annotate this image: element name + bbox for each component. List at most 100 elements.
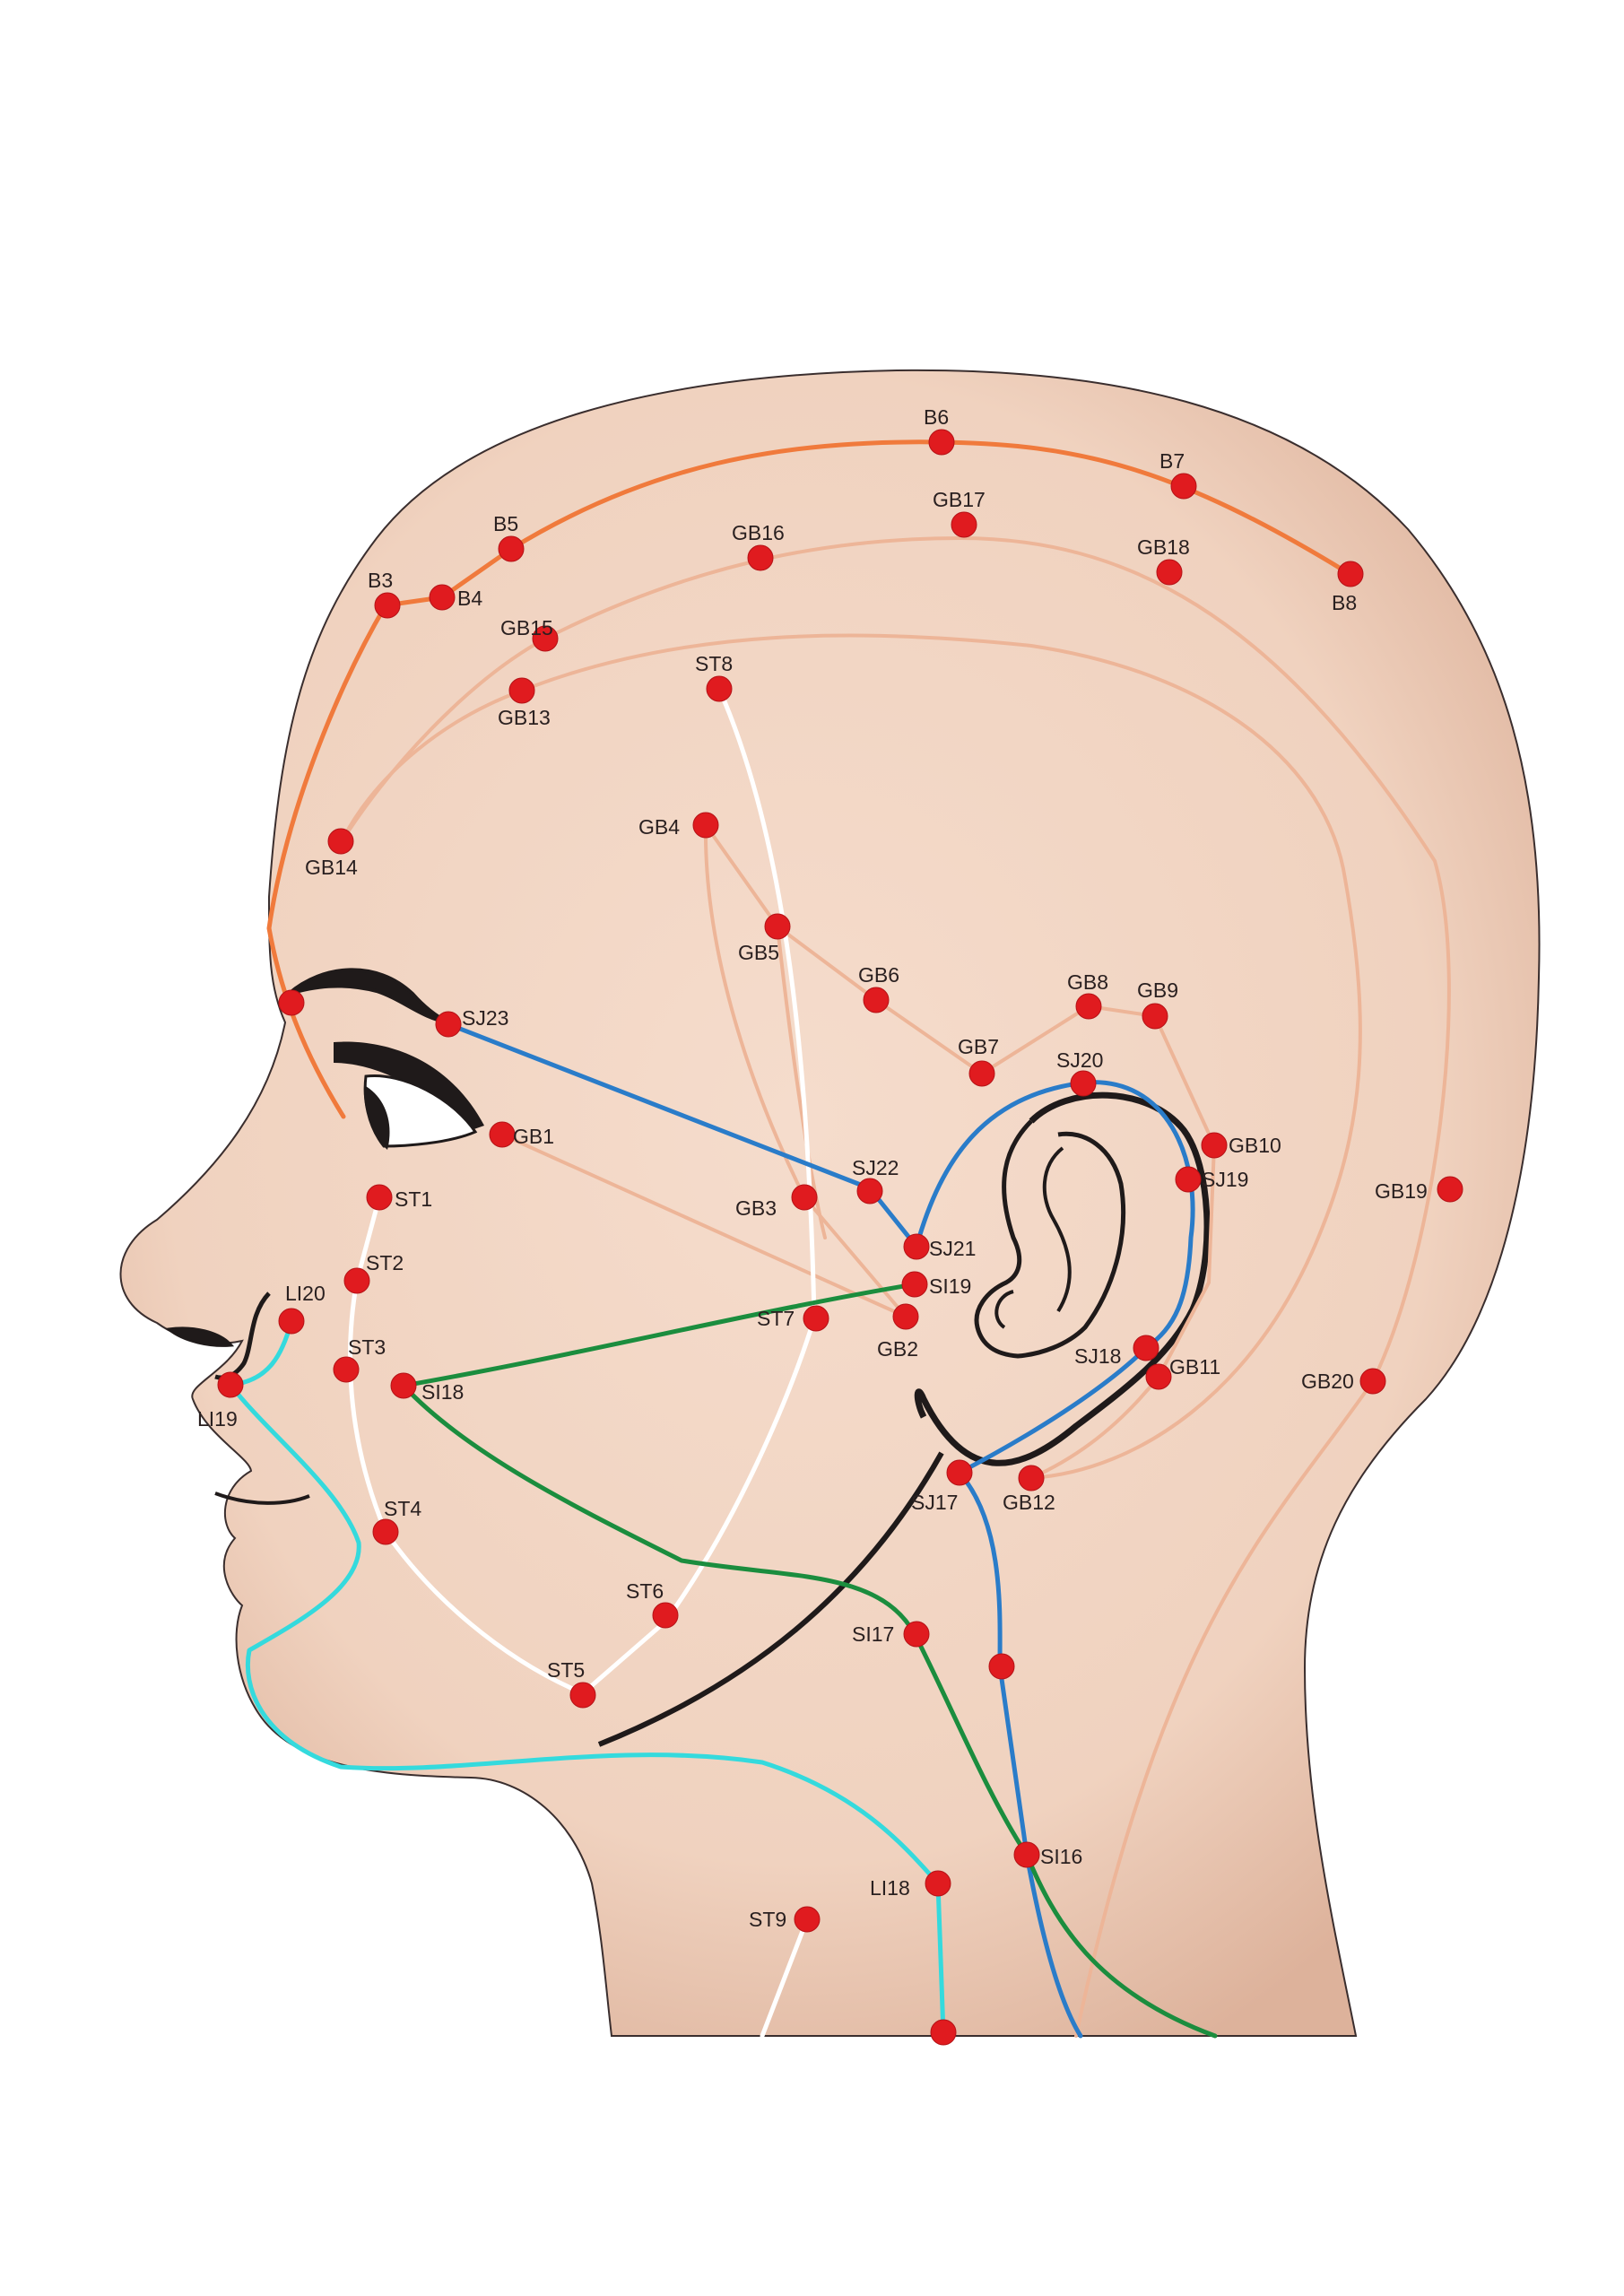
point-gb1 [489,1121,516,1148]
label-gb5: GB5 [738,941,779,964]
point-gb9 [1142,1003,1168,1030]
point-b6 [928,429,955,456]
large-intestine-line [228,1318,946,2037]
label-si19: SI19 [929,1274,971,1298]
label-gb2: GB2 [877,1337,918,1361]
mouth [214,1492,310,1505]
label-li18: LI18 [870,1876,910,1900]
jaw-line [597,1451,944,1747]
bladder-meridian-line [266,439,1352,1119]
point-gb14 [327,828,354,855]
point-gb8 [1075,993,1102,1020]
label-sj17: SJ17 [911,1491,958,1514]
point-b8 [1337,561,1364,587]
label-gb9: GB9 [1137,978,1178,1002]
point-gb12 [1018,1465,1045,1492]
point-si19 [901,1271,928,1298]
point-st3 [333,1356,360,1383]
gallbladder-face-line [500,1133,908,1318]
point-gb2 [892,1303,919,1330]
point-st9 [794,1906,821,1933]
label-gb14: GB14 [305,856,358,879]
label-b3: B3 [368,569,393,592]
point-gb3 [791,1184,818,1211]
label-sj19: SJ19 [1202,1168,1248,1191]
label-sj18: SJ18 [1074,1344,1121,1368]
label-st9: ST9 [749,1908,786,1931]
label-si18: SI18 [421,1380,464,1404]
point-li18 [925,1870,951,1897]
label-gb3: GB3 [735,1196,777,1220]
label-gb10: GB10 [1229,1134,1281,1157]
label-st8: ST8 [695,652,733,675]
point-gb16 [747,544,774,571]
point-gb5 [764,913,791,940]
point-b4 [429,584,456,611]
label-gb12: GB12 [1003,1491,1055,1514]
label-gb6: GB6 [858,963,899,987]
point-sj22 [856,1178,883,1205]
label-gb19: GB19 [1375,1179,1428,1203]
point-gb19 [1437,1176,1463,1203]
label-gb17: GB17 [933,488,986,511]
label-st3: ST3 [348,1335,386,1359]
point-sj17 [946,1459,973,1486]
label-gb20: GB20 [1301,1370,1354,1393]
point-gb13 [508,677,535,704]
gallbladder-gb4-line [703,823,908,1318]
label-st1: ST1 [395,1187,432,1211]
label-li20: LI20 [285,1282,326,1305]
eye [334,1041,484,1150]
nostril [165,1326,235,1347]
label-si17: SI17 [852,1622,894,1646]
point-gb11 [1145,1363,1172,1390]
label-si16: SI16 [1040,1845,1082,1868]
label-b4: B4 [457,587,482,610]
point-st2 [343,1267,370,1294]
label-gb11: GB11 [1169,1355,1220,1378]
label-b8: B8 [1332,591,1357,614]
label-sj23: SJ23 [462,1006,508,1030]
point-unlabeled-2 [988,1653,1015,1680]
point-sj18 [1133,1335,1159,1361]
point-li20 [278,1308,305,1335]
label-li19: LI19 [197,1407,238,1431]
point-st5 [569,1682,596,1709]
label-st5: ST5 [547,1658,585,1682]
label-st6: ST6 [626,1579,664,1603]
point-gb10 [1201,1132,1228,1159]
point-st1 [366,1184,393,1211]
head-silhouette [119,369,1541,2037]
label-b7: B7 [1159,449,1185,473]
label-gb13: GB13 [498,706,551,729]
point-b7 [1170,473,1197,500]
stomach-line-upper [580,686,817,1696]
point-gb15 [532,625,559,652]
point-sj23 [435,1011,462,1038]
point-gb7 [968,1060,995,1087]
label-st4: ST4 [384,1497,421,1520]
point-si16 [1013,1841,1040,1868]
label-gb4: GB4 [638,815,680,839]
label-gb8: GB8 [1067,970,1108,994]
label-gb15: GB15 [500,616,553,639]
label-gb7: GB7 [958,1035,999,1058]
label-st7: ST7 [757,1307,795,1330]
label-gb1: GB1 [513,1125,554,1148]
gallbladder-gb5-line [776,925,827,1239]
label-sj20: SJ20 [1056,1048,1103,1072]
point-sj20 [1070,1070,1097,1097]
label-st2: ST2 [366,1251,404,1274]
point-gb6 [863,987,890,1013]
point-st6 [652,1602,679,1629]
label-gb16: GB16 [732,521,785,544]
point-gb18 [1156,559,1183,586]
label-sj22: SJ22 [852,1156,899,1179]
point-sj19 [1175,1166,1202,1193]
point-b5 [498,535,525,562]
label-gb18: GB18 [1137,535,1190,559]
point-si18 [390,1372,417,1399]
point-b3 [374,592,401,619]
point-st7 [803,1305,829,1332]
